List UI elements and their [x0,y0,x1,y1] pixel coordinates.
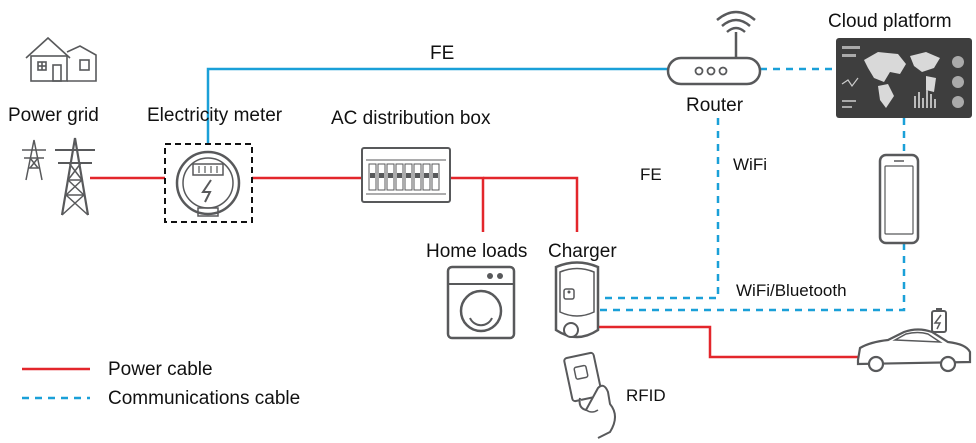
power-cable-box-home-loads [450,176,485,232]
legend-power-cable-label: Power cable [108,359,213,380]
house-icon [25,36,97,82]
rfid-card-icon [563,351,616,439]
label-fe-top: FE [430,43,455,64]
distribution-box-icon [361,147,451,203]
electric-car-icon [856,308,972,373]
label-power-grid: Power grid [8,105,99,126]
comm-cable-phone-charger [598,243,906,312]
router-icon [666,10,762,86]
label-electricity-meter: Electricity meter [147,105,283,126]
transmission-tower-icon [22,137,95,216]
power-cable-box-charger [483,176,579,232]
legend [22,367,90,400]
comm-cable-router-charger [598,118,720,300]
legend-communications-cable-label: Communications cable [108,388,301,409]
power-cables [90,176,858,359]
label-rfid: RFID [626,386,666,405]
smartphone-icon [878,153,920,245]
label-router: Router [686,95,744,116]
electricity-meter-icon [164,143,253,223]
comm-cable-meter-router [206,67,668,144]
washing-machine-icon [446,265,516,340]
power-cable-charger-car [598,325,858,359]
label-cloud-platform: Cloud platform [828,11,952,32]
communications-cables [206,67,906,312]
cloud-platform-icon [836,38,972,118]
charger-icon [554,261,600,339]
label-charger: Charger [548,241,617,262]
label-wifi: WiFi [733,155,767,174]
label-ac-distribution-box: AC distribution box [331,108,491,129]
label-wifi-bluetooth: WiFi/Bluetooth [736,281,847,300]
label-fe-mid: FE [640,165,662,184]
label-home-loads: Home loads [426,241,528,262]
